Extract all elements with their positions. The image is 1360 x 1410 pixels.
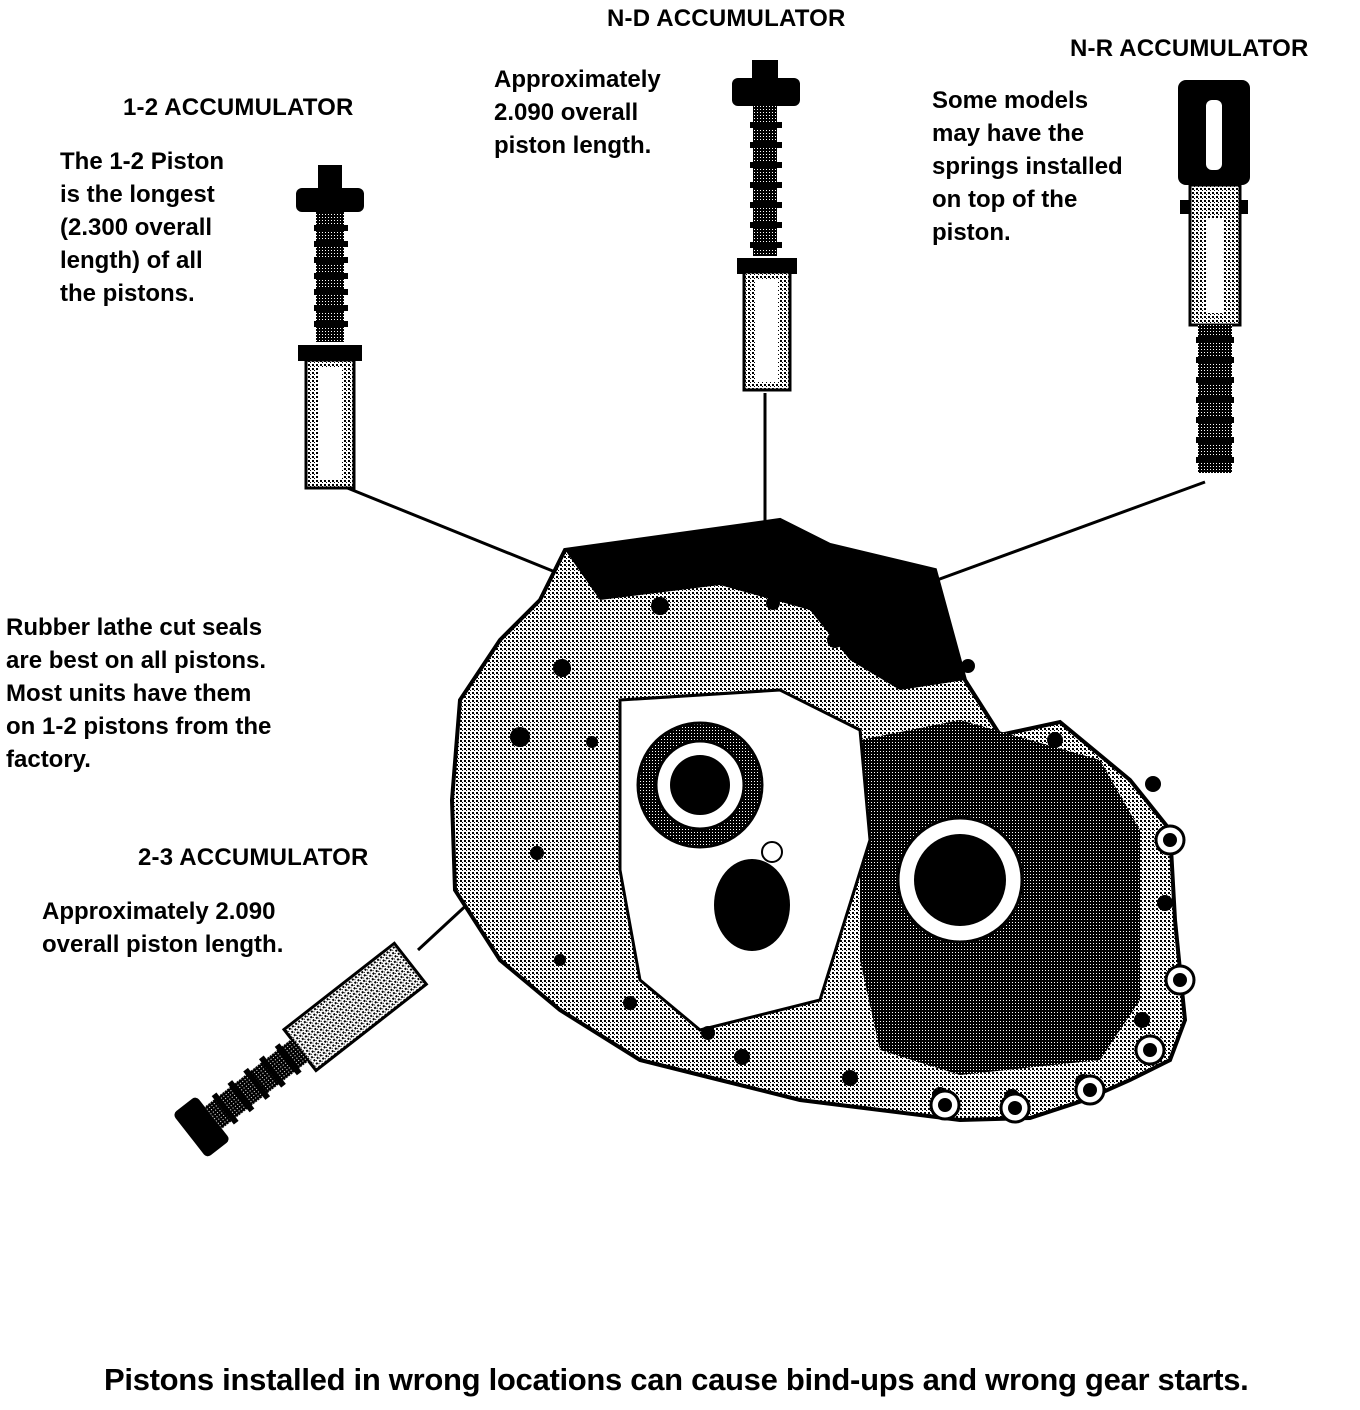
- 1-2-piston-highlight: [318, 368, 342, 480]
- case-top-dark: [565, 520, 965, 690]
- heading-2-3-accumulator: 2-3 ACCUMULATOR: [138, 844, 369, 871]
- n-d-piston-stem-top: [752, 60, 778, 82]
- 1-2-piston-cap: [296, 188, 364, 212]
- 1-2-piston-spring-coils: [314, 225, 348, 327]
- n-d-piston-cap: [732, 78, 800, 106]
- 1-2-piston-collar: [298, 345, 362, 361]
- note-2-3-accumulator: Approximately 2.090 overall piston lengt…: [42, 898, 284, 958]
- heading-n-d-accumulator: N-D ACCUMULATOR: [607, 5, 846, 32]
- n-d-piston-spring-coils: [750, 122, 782, 248]
- 2-3-piston-cap: [174, 1097, 229, 1157]
- n-d-piston-collar: [737, 258, 797, 274]
- heading-1-2-accumulator: 1-2 ACCUMULATOR: [123, 94, 354, 121]
- footer-warning: Pistons installed in wrong locations can…: [104, 1362, 1249, 1397]
- leader-1-2: [339, 483, 571, 580]
- note-n-r-accumulator: Some models may have the springs install…: [932, 87, 1123, 246]
- n-r-piston-spring-coils: [1196, 337, 1234, 463]
- n-d-piston-spring: [753, 106, 777, 256]
- small-port: [761, 841, 783, 863]
- differential-bore: [914, 834, 1006, 926]
- 1-2-piston-stem-top: [318, 165, 342, 189]
- flange-bump-holes: [938, 833, 1187, 1115]
- n-r-piston-highlight: [1206, 218, 1224, 313]
- 1-2-piston: [296, 165, 364, 490]
- note-n-d-accumulator: Approximately 2.090 overall piston lengt…: [494, 66, 661, 159]
- 2-3-piston-spring-coils: [211, 1043, 302, 1125]
- input-shaft-bore: [670, 755, 730, 815]
- heading-n-r-accumulator: N-R ACCUMULATOR: [1070, 35, 1309, 62]
- n-d-piston-highlight: [756, 280, 778, 382]
- note-1-2-accumulator: The 1-2 Piston is the longest (2.300 ove…: [60, 148, 225, 307]
- countershaft-bore: [714, 859, 790, 951]
- transmission-case: [449, 517, 1196, 1124]
- note-rubber-seals: Rubber lathe cut seals are best on all p…: [6, 614, 272, 773]
- 2-3-piston-body: [281, 941, 429, 1073]
- n-d-piston: [732, 60, 800, 392]
- n-r-piston-slot: [1206, 100, 1222, 170]
- 2-3-piston: [174, 941, 429, 1157]
- leader-2-3: [416, 898, 474, 952]
- n-r-piston: [1178, 80, 1250, 473]
